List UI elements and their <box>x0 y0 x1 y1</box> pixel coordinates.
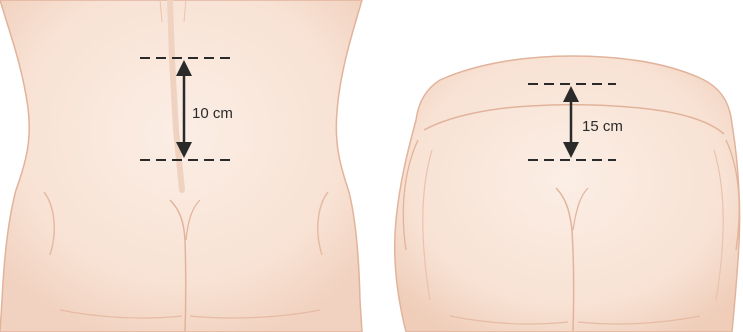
left-figure <box>0 0 362 332</box>
left-measurement-label: 10 cm <box>192 106 233 121</box>
right-measurement-label: 15 cm <box>582 119 623 134</box>
